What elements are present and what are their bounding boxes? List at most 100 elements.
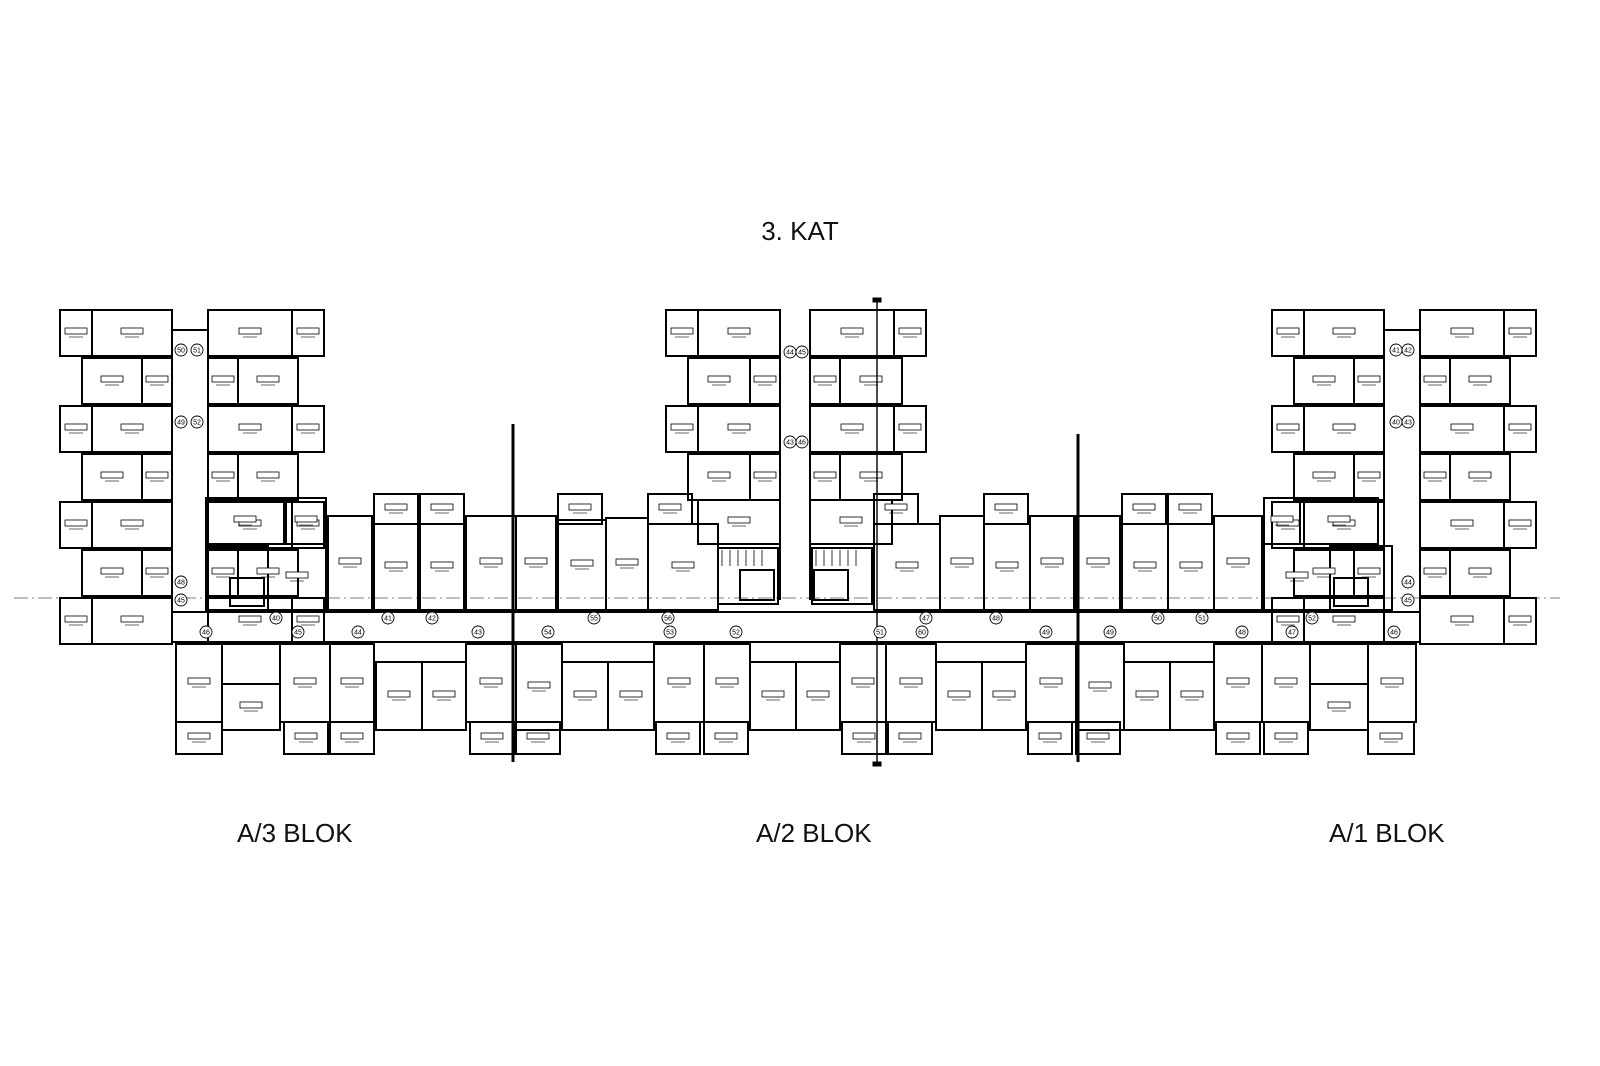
room-label-box bbox=[898, 327, 922, 335]
room-label-box bbox=[1312, 567, 1336, 575]
door-number-marker bbox=[174, 343, 188, 357]
door-number: 40 bbox=[1392, 420, 1400, 427]
room bbox=[291, 405, 325, 453]
door-number-marker bbox=[174, 415, 188, 429]
room-label-box bbox=[707, 375, 731, 383]
room-label-box bbox=[100, 471, 124, 479]
room-label-box bbox=[340, 677, 364, 685]
door-number: 50 bbox=[177, 348, 185, 355]
room-label-box bbox=[851, 677, 875, 685]
room-label-box bbox=[340, 732, 364, 740]
room-label-box bbox=[884, 503, 908, 511]
room-label-box bbox=[570, 559, 594, 567]
room bbox=[1503, 405, 1537, 453]
room-label-box bbox=[839, 516, 863, 524]
room-label-box bbox=[1276, 423, 1300, 431]
section-line-end-mark bbox=[872, 761, 882, 767]
door-number: 41 bbox=[384, 616, 392, 623]
door-number: 42 bbox=[1404, 348, 1412, 355]
room-label-box bbox=[1332, 615, 1356, 623]
door-number: 49 bbox=[177, 420, 185, 427]
room-label-box bbox=[384, 503, 408, 511]
door-number-marker bbox=[1151, 611, 1165, 625]
room-label-box bbox=[524, 557, 548, 565]
room-label-box bbox=[64, 519, 88, 527]
room-label-box bbox=[1508, 423, 1532, 431]
room-label-box bbox=[995, 561, 1019, 569]
room-label-box bbox=[1274, 677, 1298, 685]
door-number: 51 bbox=[1198, 616, 1206, 623]
room-label-box bbox=[1312, 375, 1336, 383]
room-label-box bbox=[615, 558, 639, 566]
room bbox=[205, 497, 285, 545]
room bbox=[1449, 453, 1511, 501]
elevator-shaft bbox=[739, 569, 775, 601]
room bbox=[1215, 721, 1261, 755]
door-number: 48 bbox=[992, 616, 1000, 623]
door-number: 46 bbox=[1390, 630, 1398, 637]
room-label-box bbox=[727, 423, 751, 431]
room-label-box bbox=[238, 327, 262, 335]
room bbox=[703, 721, 749, 755]
door-number: 44 bbox=[1404, 580, 1412, 587]
door-number-marker bbox=[351, 625, 365, 639]
room-label-box bbox=[1039, 677, 1063, 685]
room-label-box bbox=[1332, 327, 1356, 335]
room-label-box bbox=[1226, 732, 1250, 740]
room-label-box bbox=[813, 375, 837, 383]
room-label-box bbox=[238, 423, 262, 431]
room-label-box bbox=[1276, 615, 1300, 623]
room bbox=[1075, 515, 1121, 611]
room-label-box bbox=[64, 327, 88, 335]
room bbox=[1367, 721, 1415, 755]
room-label-box bbox=[1450, 615, 1474, 623]
room-label-box bbox=[1450, 423, 1474, 431]
room-label-box bbox=[293, 677, 317, 685]
room bbox=[1503, 501, 1537, 549]
door-number-marker bbox=[291, 625, 305, 639]
room-label-box bbox=[430, 561, 454, 569]
room bbox=[1263, 721, 1309, 755]
room bbox=[283, 721, 329, 755]
door-number-marker bbox=[190, 343, 204, 357]
room bbox=[647, 523, 719, 611]
room-label-box bbox=[1357, 471, 1381, 479]
room-label-box bbox=[527, 681, 551, 689]
room-label-box bbox=[670, 423, 694, 431]
room bbox=[237, 453, 299, 501]
room bbox=[839, 357, 903, 405]
room bbox=[841, 721, 887, 755]
room-label-box bbox=[1270, 515, 1294, 523]
room-label-box bbox=[120, 327, 144, 335]
room-label-box bbox=[670, 327, 694, 335]
room-label-box bbox=[994, 503, 1018, 511]
room-label-box bbox=[233, 515, 257, 523]
room-label-box bbox=[285, 571, 309, 579]
door-number-marker bbox=[729, 625, 743, 639]
room-label-box bbox=[1468, 567, 1492, 575]
room-labels-layer bbox=[64, 327, 1532, 743]
door-number-marker bbox=[471, 625, 485, 639]
room-label-box bbox=[294, 515, 318, 523]
room-label-box bbox=[671, 561, 695, 569]
room bbox=[1075, 721, 1121, 755]
door-number-marker bbox=[425, 611, 439, 625]
room-label-box bbox=[526, 732, 550, 740]
room bbox=[373, 523, 419, 611]
room-label-box bbox=[1332, 423, 1356, 431]
door-number-marker bbox=[989, 611, 1003, 625]
door-number: 48 bbox=[1238, 630, 1246, 637]
room-label-box bbox=[715, 677, 739, 685]
room bbox=[1299, 497, 1379, 545]
block-label-a1: A/1 BLOK bbox=[1329, 818, 1445, 848]
room-label-box bbox=[384, 561, 408, 569]
room-label-box bbox=[256, 471, 280, 479]
door-number-marker bbox=[1401, 575, 1415, 589]
room-label-box bbox=[211, 567, 235, 575]
room-label-box bbox=[387, 690, 411, 698]
door-number-marker bbox=[269, 611, 283, 625]
room bbox=[291, 309, 325, 357]
room bbox=[1029, 515, 1075, 611]
room-label-box bbox=[480, 732, 504, 740]
